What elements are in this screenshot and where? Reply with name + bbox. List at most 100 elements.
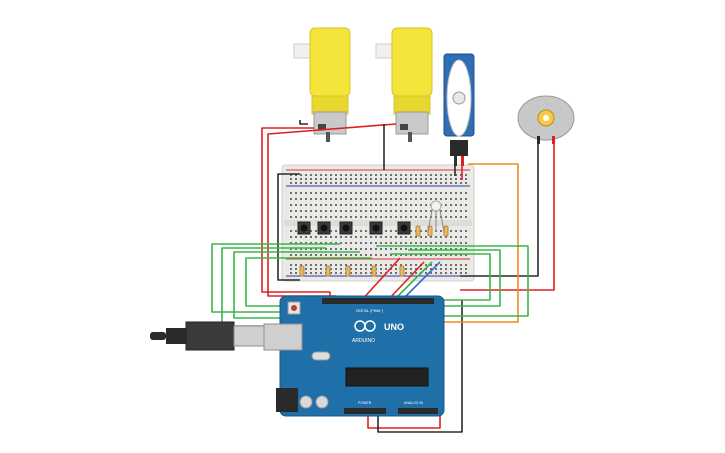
resistor bbox=[371, 265, 377, 277]
breadboard-hole bbox=[310, 268, 312, 270]
breadboard-hole bbox=[340, 254, 342, 256]
breadboard-hole bbox=[460, 192, 462, 194]
breadboard-hole bbox=[415, 216, 417, 218]
breadboard-hole bbox=[450, 242, 452, 244]
breadboard-hole bbox=[430, 210, 432, 212]
breadboard-hole bbox=[290, 216, 292, 218]
pushbutton-cap[interactable] bbox=[342, 224, 350, 232]
breadboard-hole bbox=[330, 210, 332, 212]
breadboard-hole bbox=[315, 210, 317, 212]
breadboard-hole bbox=[380, 216, 382, 218]
breadboard-hole bbox=[465, 198, 467, 200]
breadboard-hole bbox=[290, 204, 292, 206]
breadboard-hole bbox=[335, 204, 337, 206]
pushbutton-cap[interactable] bbox=[372, 224, 380, 232]
breadboard-hole bbox=[330, 204, 332, 206]
breadboard-hole bbox=[410, 210, 412, 212]
usb-cable bbox=[150, 321, 265, 351]
breadboard-hole bbox=[465, 230, 467, 232]
breadboard-hole bbox=[295, 236, 297, 238]
pushbutton-cap[interactable] bbox=[300, 224, 308, 232]
breadboard-hole bbox=[325, 254, 327, 256]
breadboard-hole bbox=[300, 254, 302, 256]
breadboard-hole bbox=[430, 198, 432, 200]
breadboard-hole bbox=[460, 216, 462, 218]
breadboard-hole bbox=[310, 178, 312, 180]
breadboard-hole bbox=[465, 236, 467, 238]
breadboard-hole bbox=[370, 198, 372, 200]
digital-header-label: DIGITAL (PWM~) bbox=[356, 309, 383, 313]
breadboard-hole bbox=[440, 210, 442, 212]
breadboard-hole bbox=[370, 264, 372, 266]
breadboard-hole bbox=[360, 182, 362, 184]
breadboard-hole bbox=[330, 236, 332, 238]
breadboard-hole bbox=[320, 204, 322, 206]
breadboard-hole bbox=[350, 174, 352, 176]
pushbutton-cap[interactable] bbox=[320, 224, 328, 232]
breadboard-hole bbox=[400, 198, 402, 200]
breadboard-hole bbox=[330, 198, 332, 200]
breadboard-hole bbox=[390, 204, 392, 206]
breadboard-hole bbox=[430, 178, 432, 180]
breadboard-hole bbox=[410, 174, 412, 176]
breadboard-hole bbox=[415, 248, 417, 250]
breadboard-hole bbox=[415, 254, 417, 256]
breadboard-hole bbox=[295, 210, 297, 212]
breadboard-hole bbox=[295, 268, 297, 270]
breadboard-hole bbox=[390, 178, 392, 180]
breadboard-hole bbox=[375, 264, 377, 266]
breadboard-hole bbox=[315, 272, 317, 274]
breadboard-hole bbox=[350, 216, 352, 218]
pushbutton-cap[interactable] bbox=[400, 224, 408, 232]
breadboard-hole bbox=[325, 248, 327, 250]
breadboard-hole bbox=[290, 192, 292, 194]
breadboard-hole bbox=[415, 178, 417, 180]
breadboard-hole bbox=[350, 236, 352, 238]
breadboard-hole bbox=[320, 182, 322, 184]
breadboard-hole bbox=[465, 182, 467, 184]
breadboard-hole bbox=[355, 192, 357, 194]
breadboard-hole bbox=[375, 192, 377, 194]
breadboard-hole bbox=[355, 264, 357, 266]
breadboard-hole bbox=[350, 192, 352, 194]
breadboard-hole bbox=[325, 242, 327, 244]
breadboard-hole bbox=[420, 242, 422, 244]
breadboard-hole bbox=[310, 248, 312, 250]
breadboard-hole bbox=[425, 192, 427, 194]
breadboard-hole bbox=[445, 174, 447, 176]
breadboard-hole bbox=[290, 272, 292, 274]
breadboard-hole bbox=[445, 242, 447, 244]
breadboard-hole bbox=[355, 216, 357, 218]
breadboard-hole bbox=[400, 236, 402, 238]
breadboard-hole bbox=[365, 248, 367, 250]
breadboard-hole bbox=[425, 178, 427, 180]
breadboard-hole bbox=[360, 230, 362, 232]
breadboard-hole bbox=[425, 230, 427, 232]
breadboard-hole bbox=[435, 198, 437, 200]
breadboard-hole bbox=[425, 264, 427, 266]
breadboard-hole bbox=[325, 192, 327, 194]
breadboard-hole bbox=[395, 248, 397, 250]
breadboard-hole bbox=[355, 174, 357, 176]
breadboard-hole bbox=[350, 272, 352, 274]
breadboard-hole bbox=[335, 182, 337, 184]
breadboard-hole bbox=[400, 182, 402, 184]
breadboard-hole bbox=[445, 192, 447, 194]
breadboard-hole bbox=[370, 204, 372, 206]
breadboard-hole bbox=[410, 236, 412, 238]
breadboard-hole bbox=[460, 272, 462, 274]
breadboard-hole bbox=[345, 178, 347, 180]
breadboard-hole bbox=[345, 198, 347, 200]
breadboard-hole bbox=[440, 230, 442, 232]
breadboard-hole bbox=[310, 216, 312, 218]
breadboard-hole bbox=[415, 242, 417, 244]
breadboard-hole bbox=[410, 178, 412, 180]
breadboard-hole bbox=[300, 182, 302, 184]
breadboard-hole bbox=[360, 254, 362, 256]
breadboard-hole bbox=[465, 192, 467, 194]
breadboard-hole bbox=[395, 230, 397, 232]
breadboard-hole bbox=[370, 268, 372, 270]
breadboard-hole bbox=[395, 178, 397, 180]
resistor bbox=[415, 225, 421, 237]
breadboard-hole bbox=[395, 182, 397, 184]
